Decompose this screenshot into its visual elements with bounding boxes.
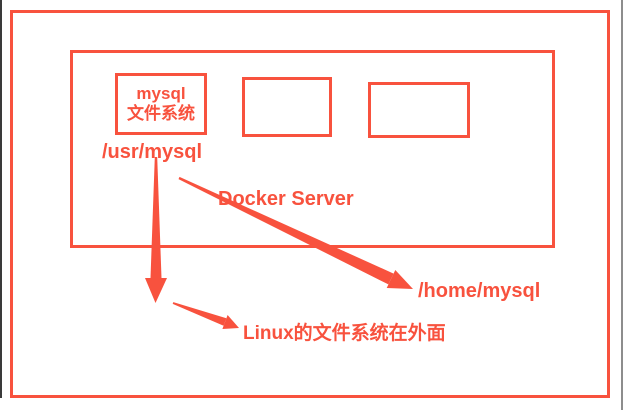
empty-container-box-1 bbox=[242, 77, 332, 137]
screen-right-edge bbox=[621, 0, 623, 410]
empty-container-box-2 bbox=[368, 82, 470, 138]
screen-left-edge bbox=[0, 0, 2, 398]
usr-mysql-path-label: /usr/mysql bbox=[102, 141, 203, 163]
outer-frame bbox=[10, 10, 610, 398]
mysql-box-line1: mysql bbox=[136, 83, 186, 103]
mysql-box-line2: 文件系统 bbox=[127, 104, 195, 123]
linux-filesystem-note: Linux的文件系统在外面 bbox=[243, 323, 446, 344]
home-mysql-path-label: /home/mysql bbox=[418, 280, 541, 302]
mysql-filesystem-box: mysql 文件系统 bbox=[115, 73, 207, 135]
docker-server-label: Docker Server bbox=[218, 188, 354, 210]
